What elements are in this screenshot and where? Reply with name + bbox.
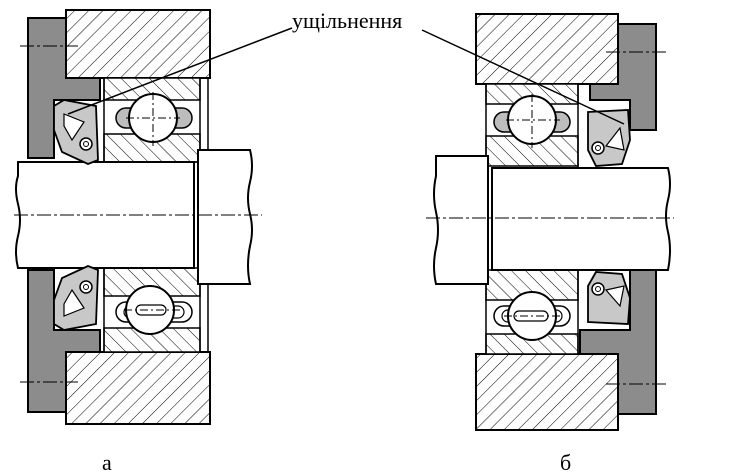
housing-top-a <box>65 9 211 79</box>
housing-bottom-b <box>475 353 619 431</box>
assembly-b <box>426 13 674 431</box>
shaft-a <box>15 161 195 269</box>
leader-line-left <box>67 27 293 115</box>
housing-top-b <box>475 13 619 85</box>
shaft-b <box>491 167 671 271</box>
shaft-collar-b <box>433 155 489 285</box>
seal-bottom-b <box>587 271 631 325</box>
ball-bottom-a <box>125 285 175 335</box>
leader-line-right <box>421 29 625 125</box>
ball-top-b <box>507 95 557 145</box>
shaft-collar-a <box>197 149 253 285</box>
housing-bottom-a <box>65 351 211 425</box>
assembly-a <box>14 9 262 425</box>
caption-a: а <box>102 450 112 474</box>
callout: ущільнення <box>67 8 625 125</box>
seal-top-b <box>587 109 631 167</box>
caption-b: б <box>560 450 571 474</box>
callout-label: ущільнення <box>292 8 402 33</box>
